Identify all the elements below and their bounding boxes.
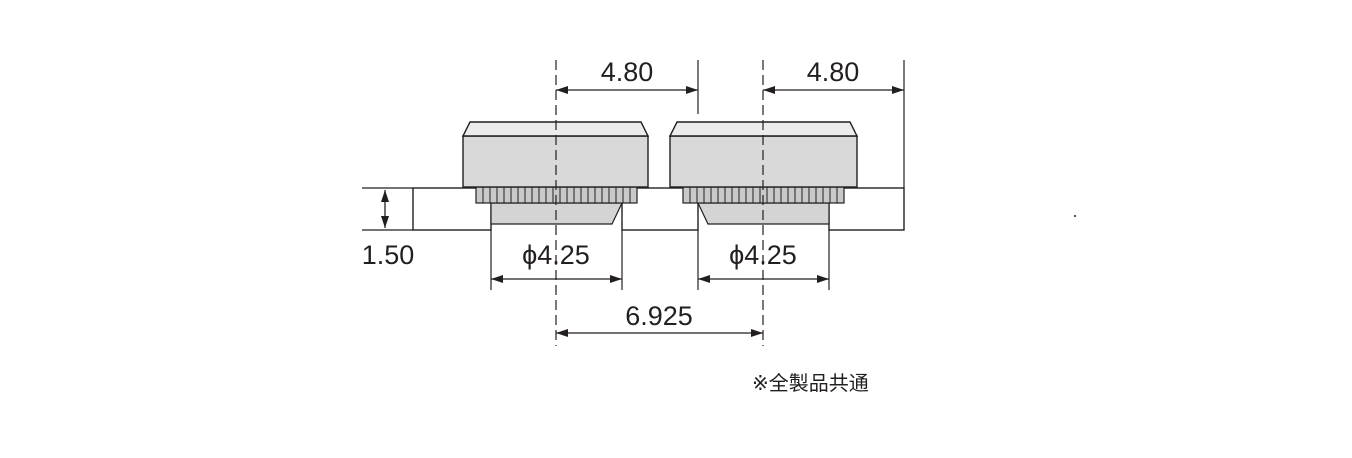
dimension-label-hole-right: ϕ4.25 [729, 240, 797, 270]
knurl-lines-right [689, 187, 838, 203]
dimension-label-thickness: 1.50 [362, 240, 415, 270]
stray-dot [1074, 215, 1076, 217]
dimension-label-pitch-right: 4.80 [807, 57, 860, 87]
dimension-label-pitch-left: 4.80 [601, 57, 654, 87]
dimension-label-hole-left: ϕ4.25 [522, 240, 590, 270]
note-all-products: ※全製品共通 [752, 371, 869, 395]
knurl-lines-left [482, 187, 631, 203]
dimension-label-center-distance: 6.925 [625, 301, 693, 331]
